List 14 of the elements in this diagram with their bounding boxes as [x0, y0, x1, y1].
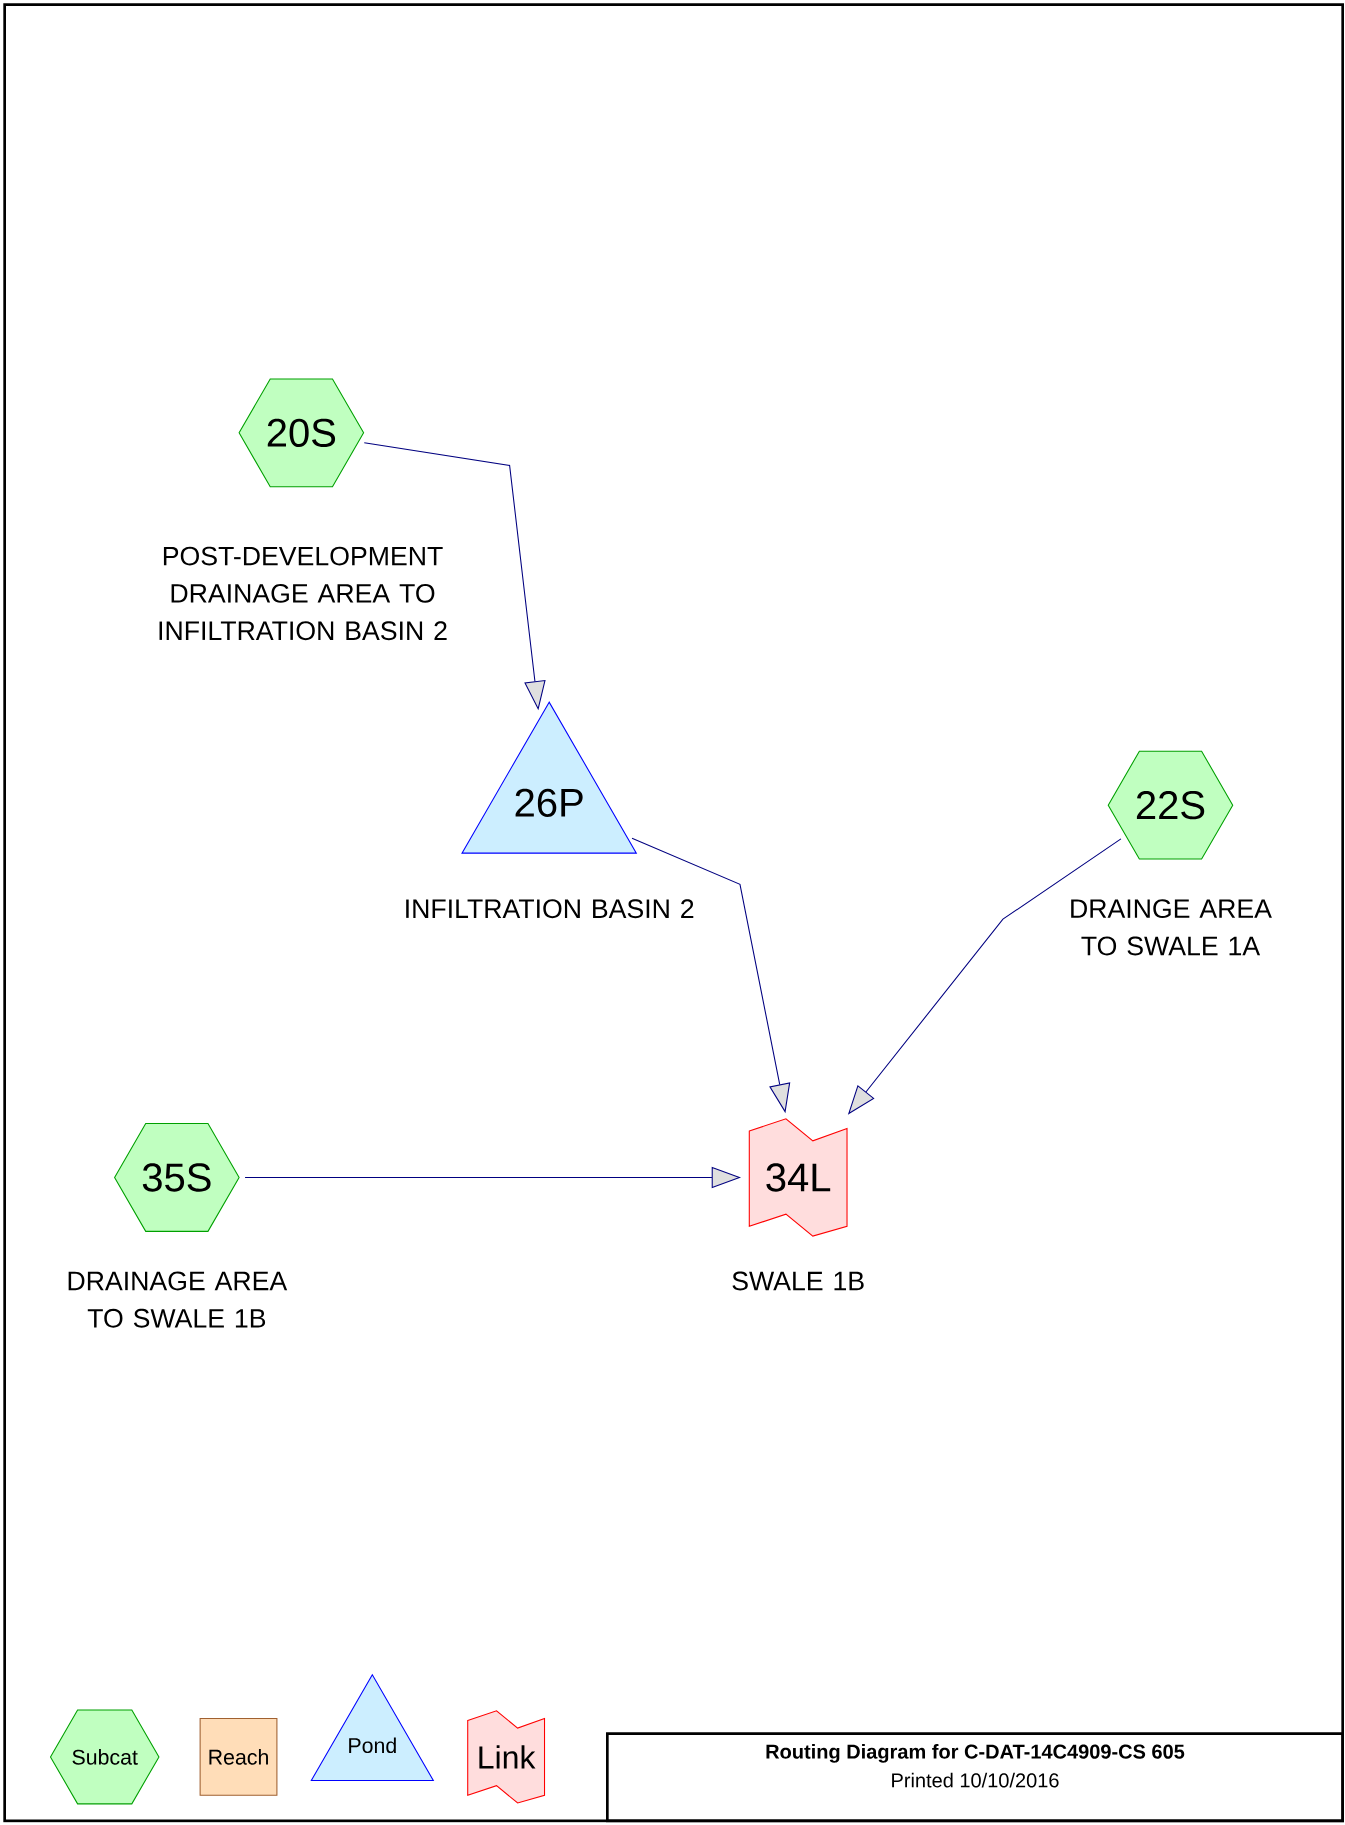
- legend-hexagon-node: Subcat: [49, 1709, 160, 1805]
- node-caption: POST-DEVELOPMENT DRAINAGE AREA TO INFILTRATION BASIN 2: [159, 546, 447, 641]
- node-caption: INFILTRATION BASIN 2: [406, 899, 694, 919]
- link-node: 34L: [748, 1118, 848, 1237]
- legend-link-node: Link: [467, 1710, 546, 1804]
- legend-square-node: Reach: [199, 1717, 278, 1796]
- node-caption: DRAINAGE AREA TO SWALE 1B: [68, 1271, 288, 1328]
- title-block-text: Routing Diagram for C-DAT-14C4909-CS 605: [766, 1744, 1185, 1763]
- hexagon-node: 35S: [114, 1123, 240, 1232]
- hexagon-node: 20S: [238, 378, 365, 488]
- node-caption: SWALE 1B: [732, 1271, 864, 1291]
- title-block-text: Printed 10/10/2016: [892, 1772, 1059, 1788]
- node-caption: DRAINGE AREA TO SWALE 1A: [1071, 899, 1272, 956]
- hexagon-node: 22S: [1107, 750, 1234, 860]
